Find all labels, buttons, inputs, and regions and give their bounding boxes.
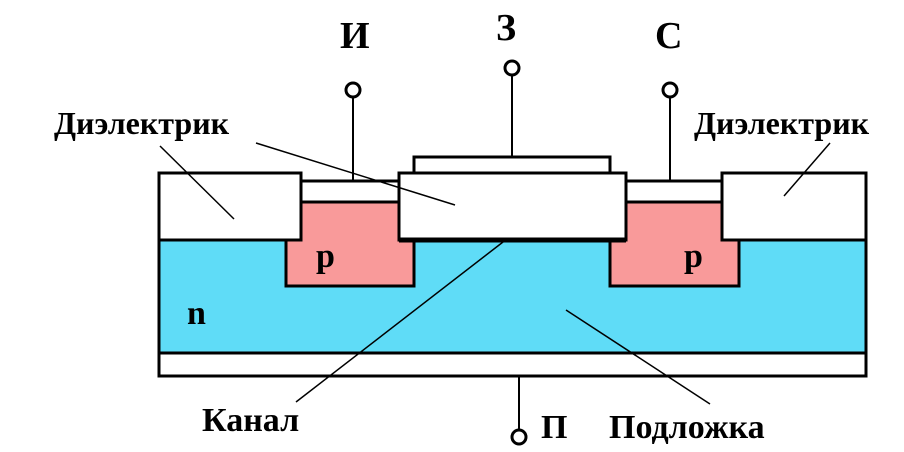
dielectric-right-label: Диэлектрик [694,105,870,141]
p-region-right [608,200,741,288]
drain-terminal-icon [661,81,679,99]
gate-dielectric-block [397,171,628,242]
source-label: И [340,15,370,57]
p-left-label: p [316,238,335,275]
p-right-label: p [684,238,703,275]
substrate-label: Подложка [609,409,765,446]
n-substrate-region [157,238,868,355]
gate-electrode [412,155,612,175]
p-region-left [284,200,416,288]
channel-pointer [295,241,504,403]
n-label: n [187,295,206,332]
drain-label: С [655,15,682,57]
dielectric-gate-pointer [255,142,456,206]
source-terminal-icon [344,81,362,99]
substrate-contact-layer [157,351,868,378]
drain-contact-strip [622,179,726,204]
dielectric-block-right [720,171,868,242]
dielectric-right-pointer [783,142,831,197]
substrate-pointer [565,309,711,405]
dielectric-left-pointer [159,145,235,220]
channel-label: Канал [202,402,299,439]
substrate-terminal-icon [510,428,528,446]
gate-label: З [496,7,516,49]
dielectric-block-left [157,171,303,242]
gate-terminal-icon [503,59,521,77]
substrate-terminal-label: П [541,409,567,446]
dielectric-left-label: Диэлектрик [54,105,230,141]
